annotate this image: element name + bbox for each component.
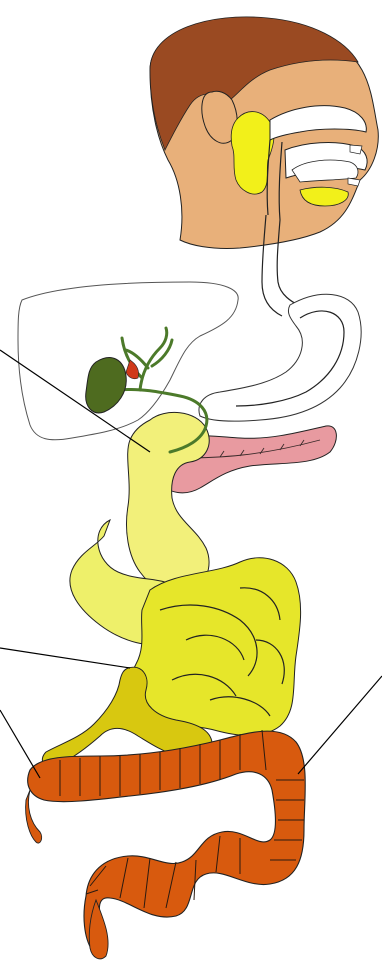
colon xyxy=(28,731,306,954)
pointer-line-colon xyxy=(298,676,382,774)
large-intestine xyxy=(26,730,306,959)
head xyxy=(150,17,378,249)
pointer-line-cecum xyxy=(0,710,40,778)
pointer-line-ileum xyxy=(0,648,130,668)
